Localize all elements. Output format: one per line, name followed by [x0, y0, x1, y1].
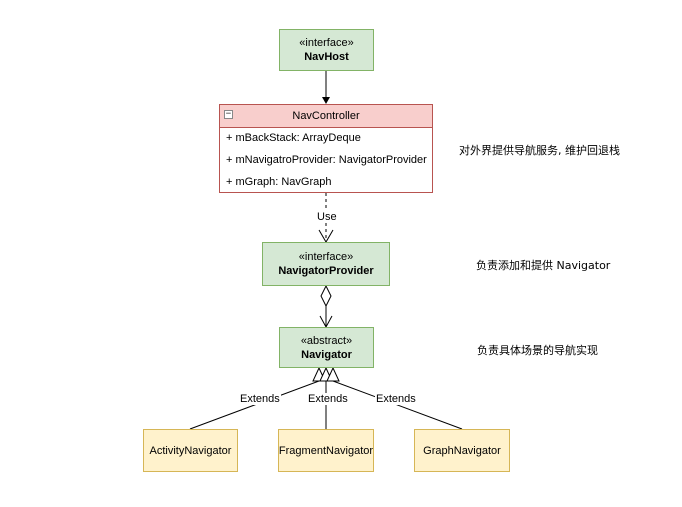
graphnavigator-box[interactable]: GraphNavigator — [414, 429, 510, 472]
navigator-box[interactable]: «abstract» Navigator — [279, 327, 374, 368]
extends-edge-graph — [332, 380, 463, 430]
extends-edge-activity — [189, 380, 320, 430]
use-label: Use — [316, 211, 338, 223]
navhost-arrowhead — [322, 97, 330, 104]
activitynavigator-box[interactable]: ActivityNavigator — [143, 429, 238, 472]
extends-label-fragment: Extends — [307, 393, 349, 405]
graphnavigator-name: GraphNavigator — [423, 444, 501, 457]
navigator-stereotype: «abstract» — [300, 334, 353, 347]
navcontroller-note: 对外界提供导航服务, 维护回退栈 — [459, 144, 620, 157]
navhost-stereotype: «interface» — [299, 37, 354, 49]
collapse-icon[interactable]: − — [224, 109, 233, 119]
navcontroller-header: − NavController — [220, 105, 432, 128]
navcontroller-box[interactable]: − NavController + mBackStack: ArrayDeque… — [219, 104, 433, 193]
navhost-box[interactable]: «interface» NavHost — [279, 29, 374, 71]
navcontroller-name: NavController — [292, 110, 360, 122]
navigator-note: 负责具体场景的导航实现 — [477, 344, 598, 357]
navigatorprovider-name: NavigatorProvider — [278, 265, 374, 277]
activitynavigator-name: ActivityNavigator — [149, 444, 232, 457]
navcontroller-field: + mGraph: NavGraph — [226, 176, 332, 188]
fragmentnavigator-name: FragmentNavigator — [278, 444, 374, 457]
navigatorprovider-stereotype: «interface» — [298, 251, 354, 263]
extends-triangle-graph — [326, 366, 340, 382]
navcontroller-field: + mNavigatroProvider: NavigatorProvider — [226, 154, 427, 166]
fragmentnavigator-box[interactable]: FragmentNavigator — [278, 429, 374, 472]
navcontroller-field: + mBackStack: ArrayDeque — [226, 132, 361, 144]
navhost-name: NavHost — [304, 51, 349, 63]
extends-label-activity: Extends — [239, 393, 281, 405]
navigator-name: Navigator — [301, 348, 352, 361]
extends-label-graph: Extends — [375, 393, 417, 405]
navigatorprovider-box[interactable]: «interface» NavigatorProvider — [262, 242, 390, 286]
aggregation-diamond — [320, 284, 332, 308]
navigatorprovider-note: 负责添加和提供 Navigator — [476, 259, 611, 272]
